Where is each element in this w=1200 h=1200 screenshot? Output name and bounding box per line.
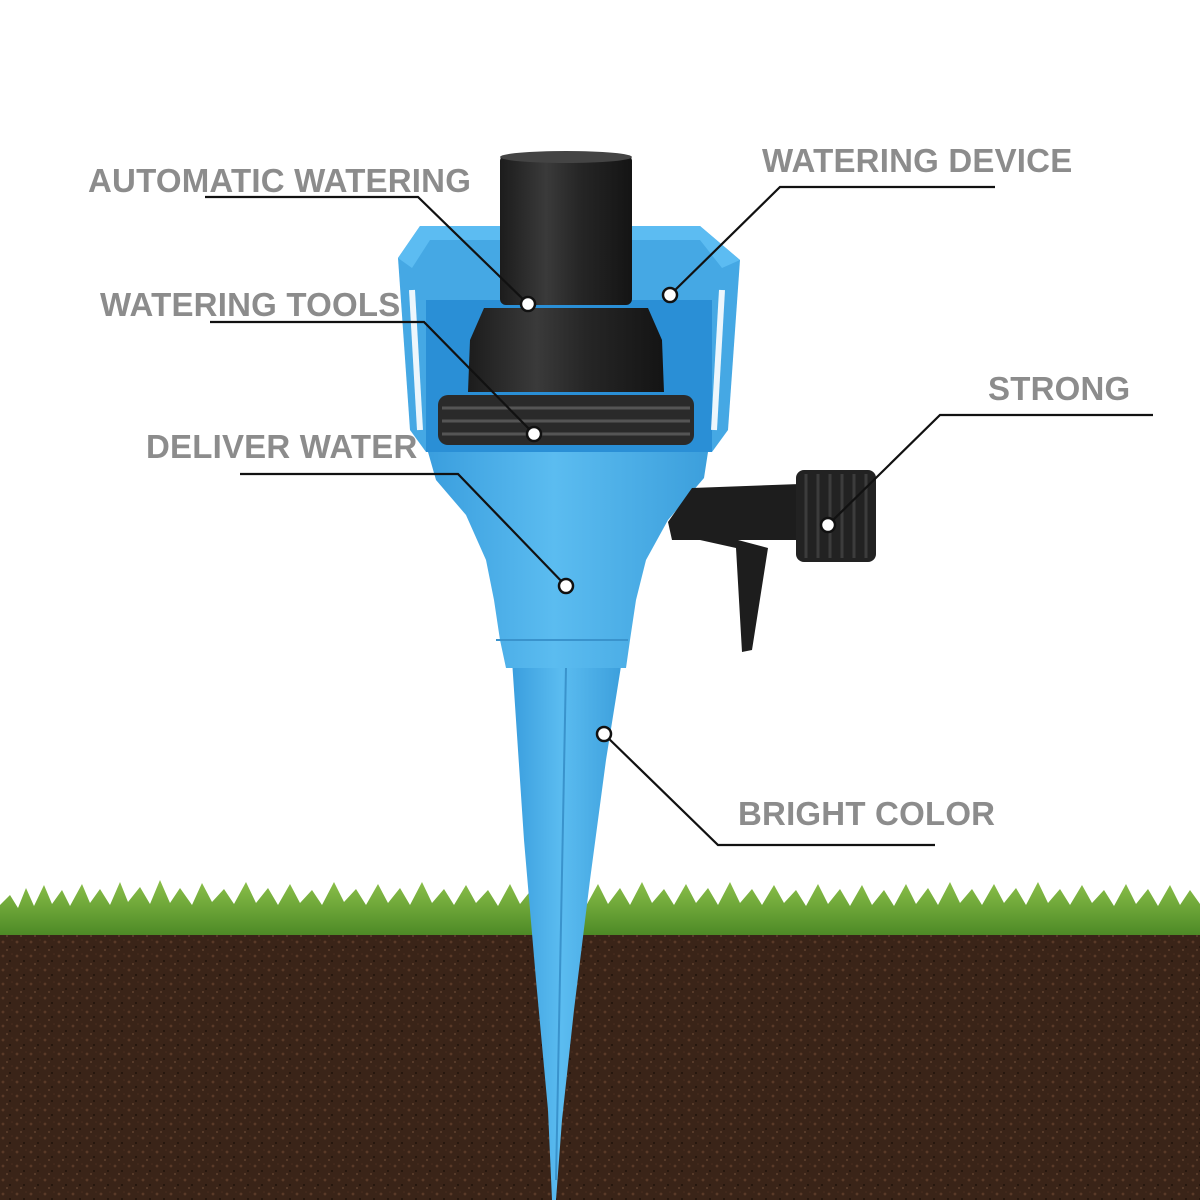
- leader-strong: [827, 413, 1153, 526]
- leader-watering-tools: [210, 320, 535, 435]
- spike-stake: [512, 660, 622, 1200]
- flow-valve: [668, 470, 876, 652]
- ground: [0, 880, 1200, 1200]
- label-strong: STRONG: [988, 370, 1131, 407]
- dot-watering-device: [661, 286, 679, 304]
- marker-dots: [519, 286, 837, 743]
- label-watering-device: WATERING DEVICE: [762, 142, 1073, 179]
- label-deliver-water: DELIVER WATER: [146, 428, 418, 465]
- dot-bright-color: [595, 725, 613, 743]
- leader-lines: [205, 185, 1153, 847]
- dot-watering-tools: [525, 425, 543, 443]
- dot-automatic-watering: [519, 295, 537, 313]
- dot-deliver-water: [557, 577, 575, 595]
- leader-bright-color: [603, 733, 935, 847]
- leader-watering-device: [669, 185, 995, 296]
- label-bright-color: BRIGHT COLOR: [738, 795, 996, 832]
- bottle-adapter: [438, 151, 694, 445]
- dot-strong: [819, 516, 837, 534]
- adapter-tube: [500, 155, 632, 305]
- label-automatic-watering: AUTOMATIC WATERING: [88, 162, 472, 199]
- grass-strip: [0, 880, 1200, 935]
- leader-automatic-watering: [205, 195, 529, 305]
- soil: [0, 930, 1200, 1200]
- label-watering-tools: WATERING TOOLS: [100, 286, 401, 323]
- leader-deliver-water: [240, 472, 567, 587]
- spike-funnel: [428, 452, 708, 668]
